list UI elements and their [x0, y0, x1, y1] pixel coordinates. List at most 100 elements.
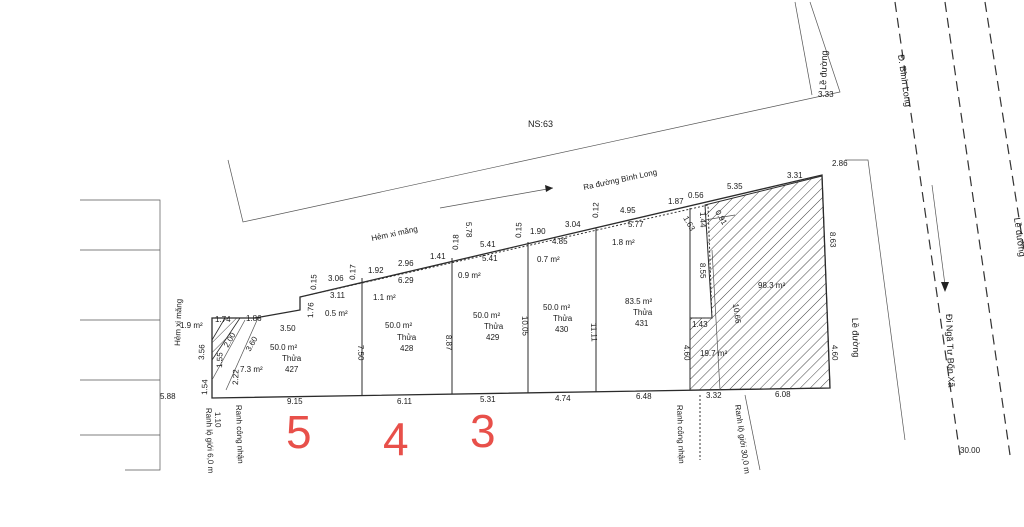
ranh-lo-gioi-left-label: Ranh lộ giới 6,0 m: [204, 408, 215, 474]
area-label: 98.3 m²: [758, 281, 785, 290]
lot-427: 50.0 m² Thửa 427: [270, 343, 302, 374]
dim-label: 4.95: [620, 206, 636, 215]
dim-label: 3.11: [330, 291, 346, 300]
lot-area: 50.0 m²: [385, 321, 412, 330]
dim-label: 1.74: [215, 315, 231, 324]
dim-label: 5.77: [628, 220, 644, 229]
dim-label: 1.86: [246, 314, 262, 323]
marker-4: 4: [383, 413, 409, 465]
dim-label: 5.41: [480, 240, 496, 249]
dim-label: 1.44: [698, 212, 708, 228]
dim-label: 1.76: [306, 302, 316, 318]
lot-429: 50.0 m² Thửa 429: [473, 311, 504, 342]
dim-label: 5.35: [727, 182, 743, 191]
dim-label: 6.29: [398, 276, 414, 285]
lot-number: 428: [400, 344, 414, 353]
dim-label: 1.63: [681, 215, 697, 233]
dim-label: 3.60: [244, 335, 260, 353]
dim-label: 8.55: [698, 263, 708, 279]
dim-label: 1.43: [692, 320, 708, 329]
dim-label: 3.04: [565, 220, 581, 229]
marker-5: 5: [286, 406, 312, 458]
area-label: 0.5 m²: [325, 309, 348, 318]
lot-word: Thửa: [633, 308, 653, 317]
dim-label: 1.41: [430, 252, 446, 261]
dim-label: 10.05: [520, 316, 530, 337]
dim-label: 0.56: [688, 191, 704, 200]
lot-area: 83.5 m²: [625, 297, 652, 306]
lot-word: Thửa: [484, 322, 504, 331]
dim-label: 4.60: [830, 345, 840, 361]
dim-label: 2.22: [231, 369, 241, 385]
dim-label: 1.54: [200, 379, 210, 395]
dim-label: 4.60: [682, 345, 692, 361]
lot-number: 427: [285, 365, 299, 374]
ranh-cong-nhan-right-label: Ranh công nhận: [675, 405, 686, 464]
dim-label: 3.06: [328, 274, 344, 283]
dim-label: 1.10: [213, 412, 223, 428]
area-label: 1.9 m²: [180, 321, 203, 330]
dim-label: 6.48: [636, 392, 652, 401]
dim-label: 5.88: [160, 392, 176, 401]
dim-label: 0.12: [591, 202, 601, 218]
dim-label: 3.56: [197, 344, 207, 360]
dim-label: 3.33: [818, 90, 834, 99]
area-label: 1.8 m²: [612, 238, 635, 247]
dim-label: 1.92: [368, 266, 384, 275]
dim-label: 1.55: [215, 352, 225, 368]
area-label: 19.7 m²: [700, 349, 727, 358]
dim-label: 0.17: [348, 264, 358, 280]
dim-label: 6.11: [397, 397, 413, 406]
lot-number: 431: [635, 319, 649, 328]
ham-xi-mang-top-label: Hẻm xi măng: [371, 224, 419, 243]
dim-label: 9.15: [287, 397, 303, 406]
lot-area: 50.0 m²: [270, 343, 297, 352]
marker-3: 3: [470, 405, 496, 457]
dim-label: 1.90: [530, 227, 546, 236]
dim-label: 2.96: [398, 259, 414, 268]
dim-label: 4.74: [555, 394, 571, 403]
lot-number: 430: [555, 325, 569, 334]
dim-label: 3.32: [706, 391, 722, 400]
di-nga-tu-label: Đi Ngã Tư Bốn Xã: [944, 314, 957, 388]
area-label: 7.3 m²: [240, 365, 263, 374]
ns-label: NS:63: [528, 119, 553, 129]
d-binh-long-label: Đ. Bình Long: [896, 54, 913, 107]
small-areas: 1.9 m² 7.3 m² 0.5 m² 1.1 m² 0.9 m² 0.7 m…: [180, 238, 785, 374]
dim-label: 7.50: [356, 345, 366, 361]
dim-label: 2.86: [832, 159, 848, 168]
lot-area: 50.0 m²: [473, 311, 500, 320]
dim-label: 4.85: [552, 237, 568, 246]
dim-label: 0.18: [451, 234, 461, 250]
ra-duong-label: Ra đường Bình Long: [583, 168, 658, 192]
lot-431: 83.5 m² Thửa 431: [625, 297, 653, 328]
dim-label: 3.31: [787, 171, 803, 180]
dim-label: 0.15: [309, 274, 319, 290]
dim-label: 5.41: [482, 254, 498, 263]
dim-label: 8.63: [828, 232, 838, 248]
lot-430: 50.0 m² Thửa 430: [543, 303, 573, 334]
dim-label: 8.87: [444, 335, 454, 351]
le-duong-top-label: Lề đường: [818, 50, 829, 90]
lot-word: Thửa: [397, 333, 417, 342]
dim-label: 1.87: [668, 197, 684, 206]
parcel-outline: [211, 174, 831, 399]
lot-word: Thửa: [553, 314, 573, 323]
dist-30-label: 30.00: [960, 446, 981, 455]
area-label: 0.7 m²: [537, 255, 560, 264]
dim-label: 0.15: [514, 222, 524, 238]
dim-label: 3.50: [280, 324, 296, 333]
lot-word: Thửa: [282, 354, 302, 363]
dim-label: 10.66: [731, 303, 743, 325]
area-label: 0.9 m²: [458, 271, 481, 280]
area-label: 1.1 m²: [373, 293, 396, 302]
ham-xi-mang-left-label: Hẻm xi măng: [173, 299, 184, 346]
lot-number: 429: [486, 333, 500, 342]
le-duong-right-label: Lề đường: [850, 318, 861, 358]
dim-label: 5.31: [480, 395, 496, 404]
dim-label: 11.11: [589, 323, 599, 343]
dim-label: 6.08: [775, 390, 791, 399]
dim-label: 5.78: [464, 222, 474, 238]
background-lines: [80, 1, 1024, 471]
